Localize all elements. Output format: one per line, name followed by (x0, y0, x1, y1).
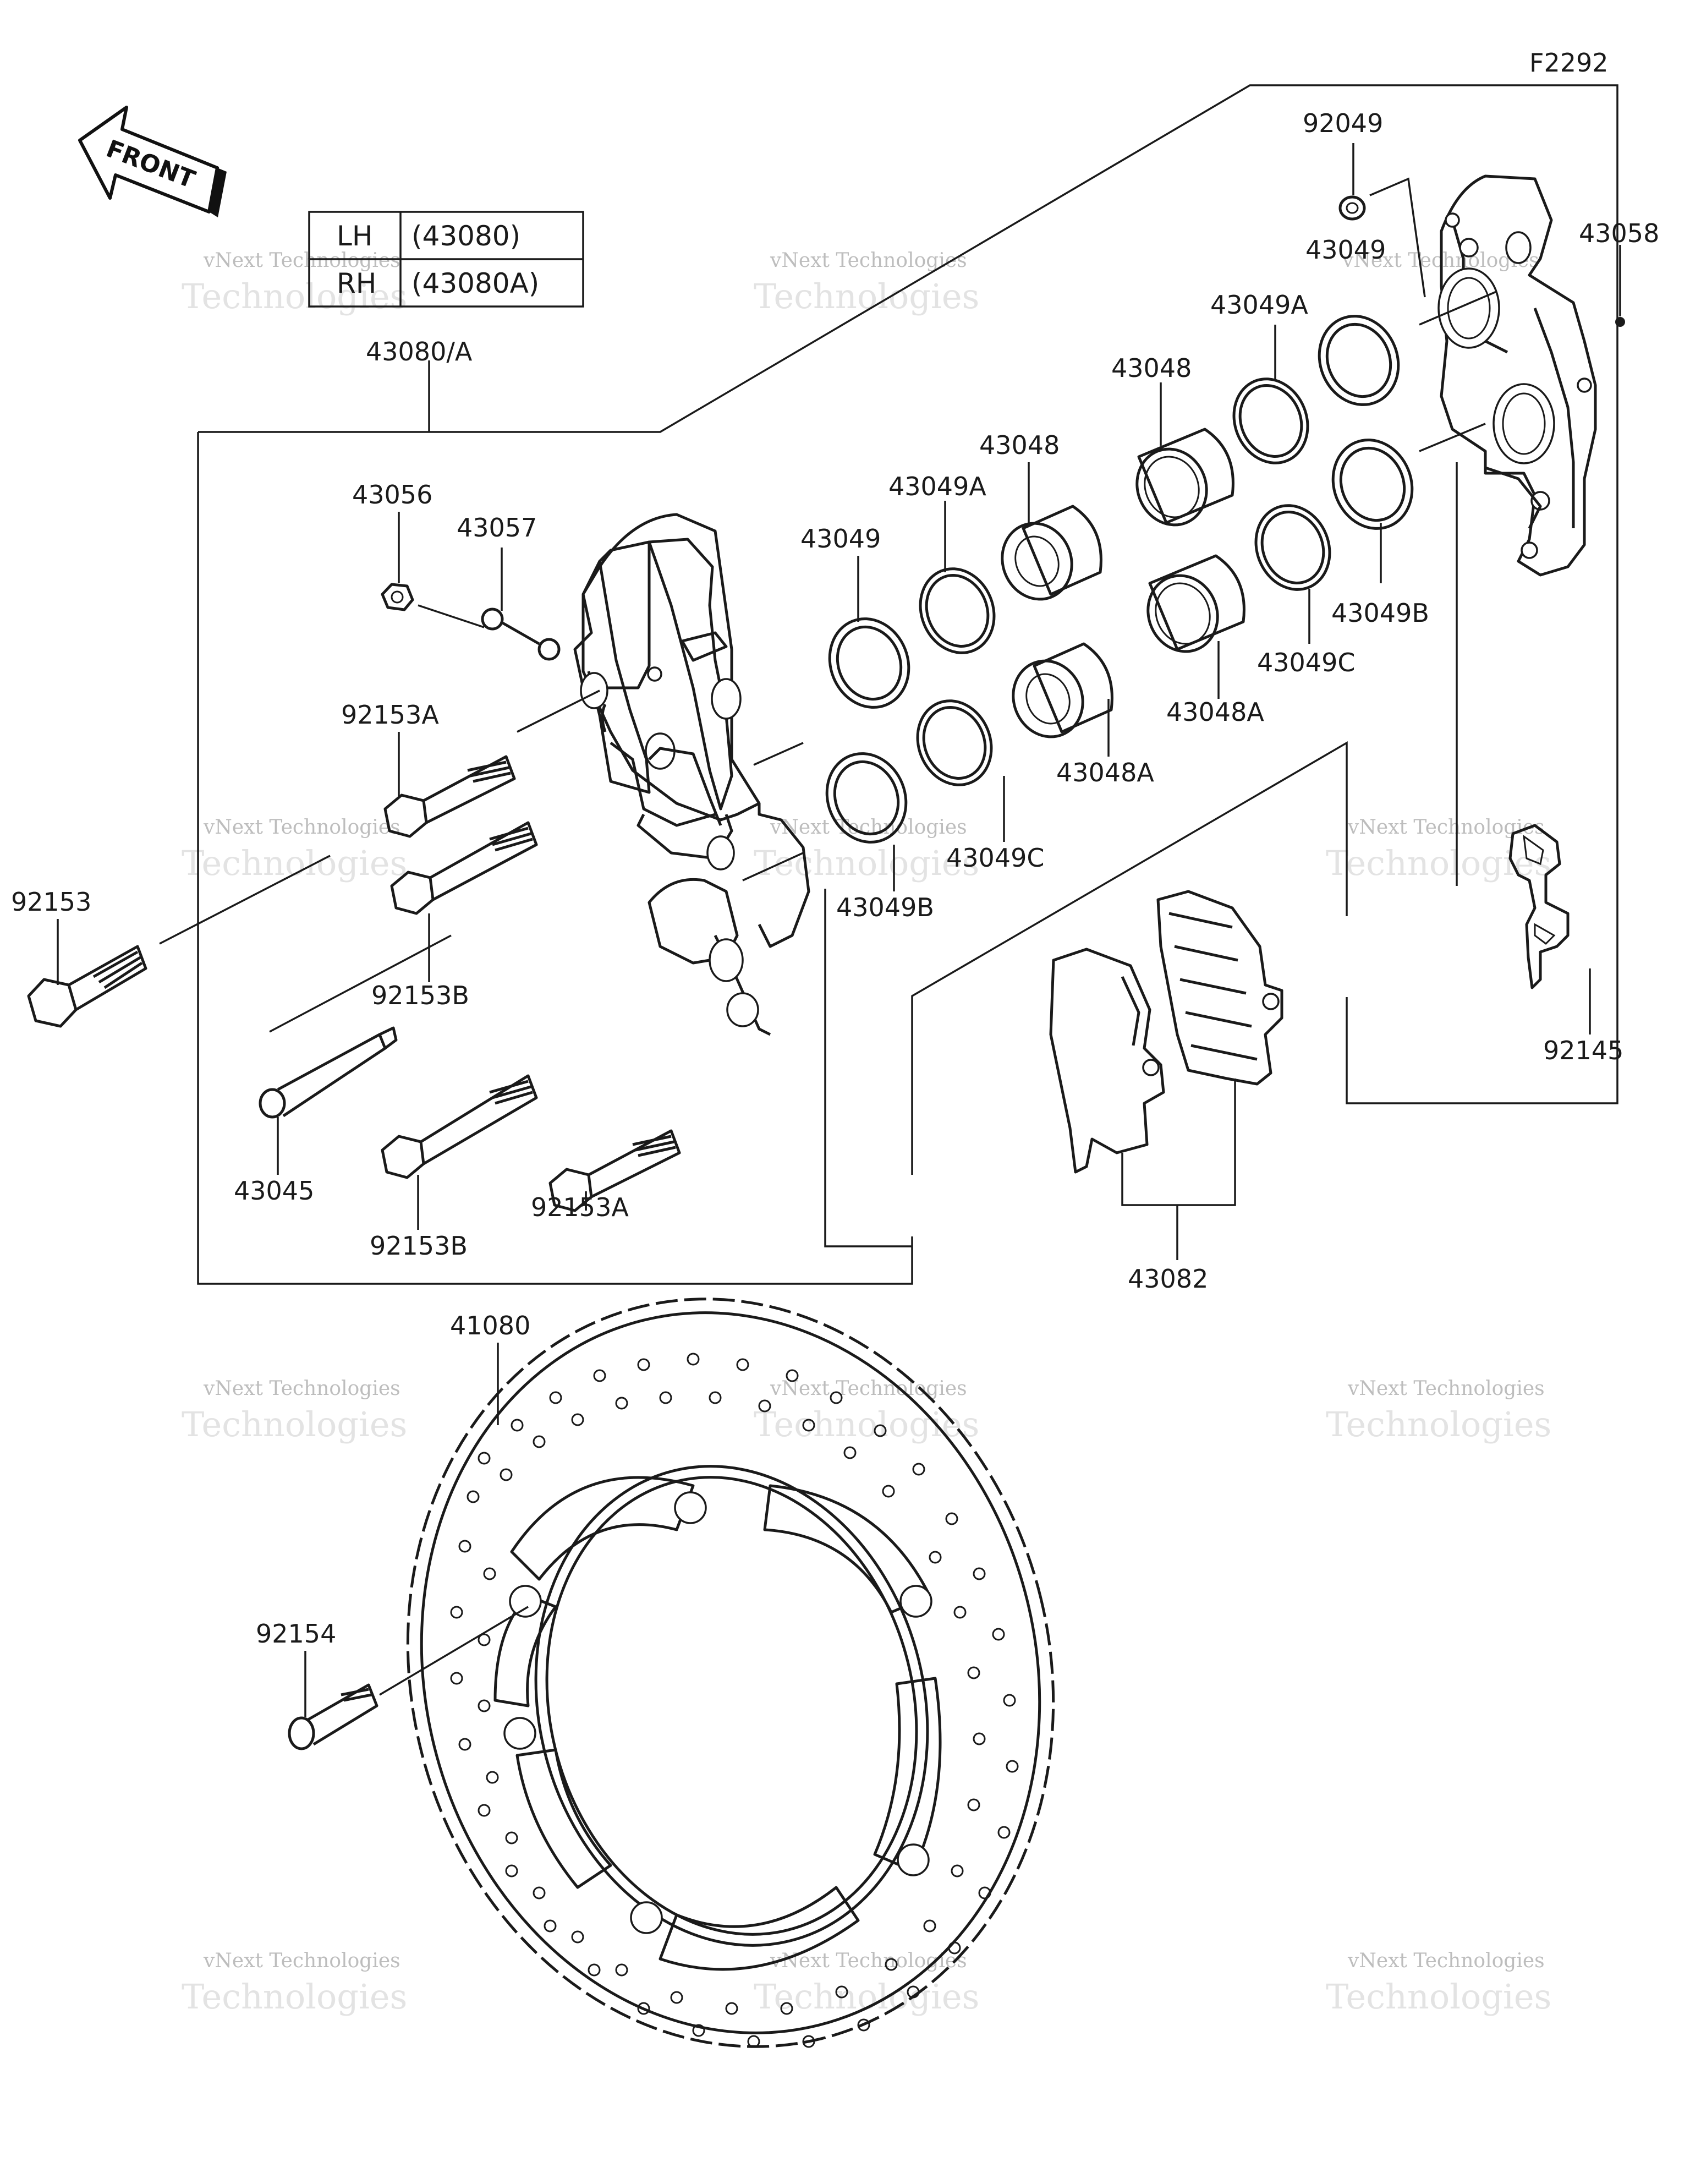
caliper-body-outer (1437, 174, 1597, 577)
label-92153B-top: 92153B (371, 981, 469, 1010)
svg-text:Technologies: Technologies (1326, 1404, 1551, 1444)
label-92145: 92145 (1543, 1036, 1623, 1065)
svg-text:vNext Technologies: vNext Technologies (203, 1377, 400, 1400)
brake-disc-41080 (406, 1298, 1055, 2048)
disc-holes (450, 1353, 1019, 2048)
svg-text:Technologies: Technologies (182, 1977, 407, 2017)
pad-spring-92145 (1508, 824, 1570, 989)
label-43049A-top: 43049A (1210, 290, 1308, 320)
svg-text:Technologies: Technologies (1326, 843, 1551, 883)
svg-text:Technologies: Technologies (754, 843, 979, 883)
bleeder-43058 (1615, 317, 1625, 327)
part-labels: 92049 43049 43058 43049A 43048 43080/A 4… (11, 108, 1659, 1649)
side-lh: LH (337, 220, 372, 252)
svg-text:vNext Technologies: vNext Technologies (1347, 1950, 1545, 1972)
svg-text:Technologies: Technologies (182, 1404, 407, 1444)
svg-text:vNext Technologies: vNext Technologies (770, 1377, 967, 1400)
svg-text:vNext Technologies: vNext Technologies (203, 816, 400, 839)
piston-seals (825, 315, 1414, 844)
label-43082: 43082 (1128, 1264, 1208, 1294)
label-43048-mid: 43048 (979, 430, 1060, 460)
label-43049C-mid: 43049C (946, 843, 1044, 873)
svg-text:vNext Technologies: vNext Technologies (1347, 816, 1545, 839)
label-43049-top: 43049 (1305, 235, 1386, 265)
bolt-92153 (27, 945, 147, 1028)
bolt-92153B-top (390, 821, 538, 915)
svg-text:vNext Technologies: vNext Technologies (203, 1950, 400, 1972)
label-92153A-top: 92153A (341, 700, 439, 730)
side-lh-part: (43080) (411, 220, 520, 252)
svg-text:vNext Technologies: vNext Technologies (203, 249, 400, 272)
bolt-92153A-bottom (548, 1129, 681, 1212)
nipple-43056 (381, 583, 414, 611)
svg-text:Technologies: Technologies (182, 276, 407, 316)
label-92153: 92153 (11, 887, 91, 917)
side-rh: RH (337, 267, 376, 299)
svg-text:vNext Technologies: vNext Technologies (1347, 1377, 1545, 1400)
label-43048A-mid: 43048A (1056, 758, 1154, 787)
svg-text:vNext Technologies: vNext Technologies (770, 249, 967, 272)
figure-code: F2292 (1529, 48, 1609, 78)
svg-text:Technologies: Technologies (754, 1404, 979, 1444)
side-table: LH (43080) RH (43080A) (308, 211, 584, 308)
label-92153B-bottom: 92153B (370, 1231, 468, 1261)
label-43045: 43045 (234, 1176, 314, 1206)
label-43049B-mid: 43049B (836, 893, 934, 922)
label-43056: 43056 (352, 480, 432, 510)
label-41080: 41080 (450, 1311, 530, 1340)
label-92154: 92154 (256, 1619, 336, 1649)
label-43049C-right: 43049C (1257, 648, 1355, 677)
label-92049: 92049 (1303, 108, 1383, 138)
bolts (27, 583, 681, 1750)
side-rh-part: (43080A) (411, 267, 539, 299)
brake-pads (1049, 890, 1283, 1174)
leader-lines (57, 143, 1621, 1717)
bolt-92153B-bottom (381, 1074, 538, 1179)
front-arrow-icon: FRONT (78, 106, 227, 217)
bolt-92154 (288, 1683, 378, 1750)
label-43058: 43058 (1579, 218, 1659, 248)
svg-text:Technologies: Technologies (1326, 1977, 1551, 2017)
bleeder-43057 (481, 607, 561, 661)
svg-text:Technologies: Technologies (754, 1977, 979, 2017)
label-43049-mid: 43049 (800, 524, 881, 554)
pistons (1001, 428, 1245, 738)
label-92153A-bottom: 92153A (531, 1192, 629, 1222)
label-43057: 43057 (457, 513, 537, 543)
label-43049A-mid: 43049A (888, 472, 986, 501)
washer-92049 (1338, 195, 1366, 221)
pin-43045 (259, 1026, 398, 1119)
label-43048A-right: 43048A (1166, 697, 1264, 727)
label-43049B-right: 43049B (1331, 598, 1429, 628)
svg-text:Technologies: Technologies (182, 843, 407, 883)
label-43048-top: 43048 (1111, 353, 1192, 383)
caliper-body-inner (573, 513, 810, 1036)
bolt-92153A-top (383, 755, 516, 838)
label-43080A: 43080/A (366, 337, 473, 366)
assembly-frame (197, 84, 1618, 1285)
